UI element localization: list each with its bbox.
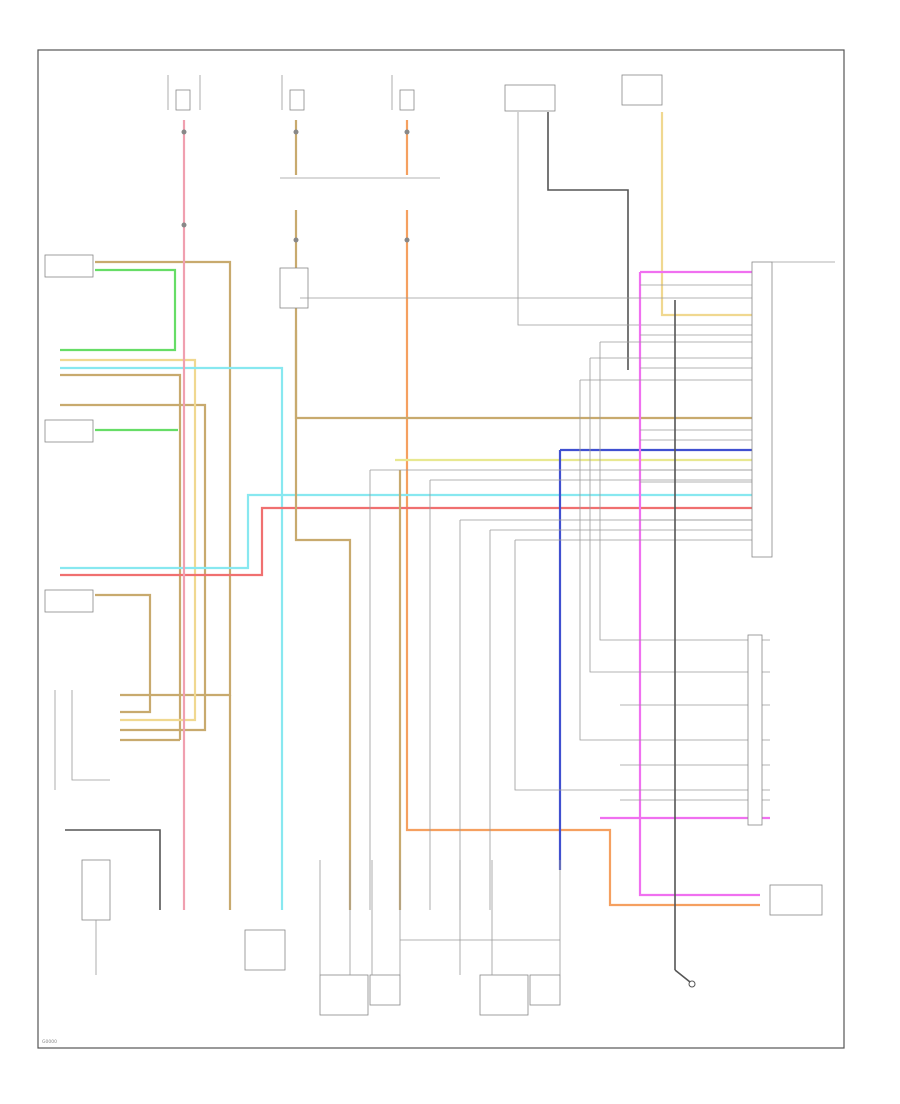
wire-lt-yellow-1: [60, 358, 197, 722]
wire-green-1: [60, 268, 177, 352]
wire-gray-3: [589, 357, 770, 673]
connector-left-1: [44, 254, 94, 278]
wire-cyan-1: [60, 366, 284, 910]
wires-bottom-mid: [319, 860, 401, 975]
component-right-bottom: [769, 884, 823, 916]
connector-right-main: [751, 261, 835, 558]
wire-gray-7: [459, 519, 770, 910]
connector-left-2: [44, 419, 94, 443]
wire-blue-1: [558, 448, 770, 870]
wire-tan-1: [95, 260, 232, 697]
component-bottom-left: [81, 859, 111, 921]
component-bottom-4: [479, 974, 529, 1016]
relay-top: [504, 74, 770, 370]
fuse-feed-3: [391, 75, 760, 907]
diagram-border: [37, 49, 845, 1049]
wire-gray-6: [429, 479, 770, 910]
wire-tan-3: [95, 593, 152, 714]
component-bottom-5: [529, 974, 561, 1006]
component-bottom-1: [244, 929, 286, 971]
wire-gray-9: [514, 539, 770, 791]
component-bottom-3: [369, 974, 401, 1006]
wire-dark-left: [65, 829, 161, 910]
connector-left-3: [44, 589, 94, 613]
wire-gray-4: [599, 341, 770, 641]
wire-cyan-2: [60, 493, 770, 570]
wire-tan-5: [294, 330, 352, 910]
wire-gray-8: [489, 529, 770, 910]
fuse-feed-1: [167, 75, 201, 260]
component-bottom-2: [319, 974, 369, 1016]
wire-tan-main: [294, 330, 770, 420]
wire-gray-left-1: [71, 690, 110, 781]
wires-bottom-right: [459, 860, 561, 975]
wire-red-1: [60, 506, 770, 577]
ground-symbol: [674, 969, 696, 988]
corner-code: G0000: [42, 1039, 57, 1045]
connector-right-2: [747, 634, 763, 826]
splice-connector: [279, 267, 309, 309]
wire-tan-4: [60, 373, 182, 742]
